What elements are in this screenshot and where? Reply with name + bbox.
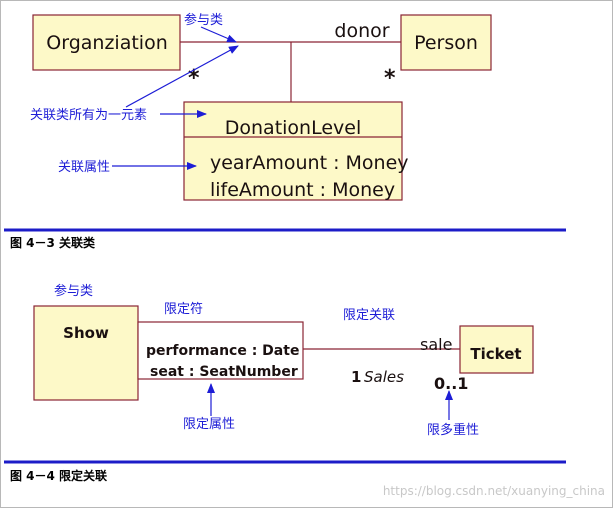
- role-donor: donor: [334, 20, 389, 42]
- class-show: [33, 305, 139, 401]
- note-qualifier-attribute: 限定属性: [183, 417, 235, 432]
- qualifier-box: [137, 321, 304, 380]
- class-person-name: Person: [414, 32, 478, 54]
- note-qualifier: 限定符: [164, 301, 203, 317]
- attribute-life-amount: lifeAmount : Money: [210, 179, 395, 201]
- class-organization: [32, 14, 181, 71]
- multiplicity-zero-one: 0..1: [434, 374, 468, 393]
- note-element-arrow-2: [125, 45, 239, 108]
- class-ticket-name: Ticket: [470, 345, 521, 363]
- role-sales: Sales: [364, 368, 404, 386]
- association-class-name: DonationLevel: [225, 117, 362, 139]
- note-participant-class: 参与类: [184, 12, 223, 28]
- note-class-element: 关联类所有为一元素: [30, 108, 147, 123]
- class-person: [400, 14, 492, 71]
- figure-association-class: Organziation Person donor * * DonationLe…: [4, 12, 566, 250]
- multiplicity-one: 1: [351, 368, 361, 386]
- class-show-name: Show: [63, 324, 109, 342]
- watermark: https://blog.csdn.net/xuanying_china: [383, 484, 605, 498]
- class-ticket: [459, 325, 534, 374]
- class-organization-name: Organziation: [46, 32, 167, 54]
- caption-figure-4-4: 图 4－4 限定关联: [10, 468, 107, 483]
- note-qualified-association: 限定关联: [343, 308, 395, 323]
- caption-figure-4-3: 图 4－3 关联类: [10, 235, 96, 250]
- qualifier-seat: seat : SeatNumber: [150, 364, 298, 380]
- association-class-donationlevel: [183, 101, 403, 201]
- note-participant-arrow: [200, 26, 237, 43]
- multiplicity-right: *: [384, 66, 396, 91]
- note-multiplicity: 限多重性: [427, 422, 479, 438]
- figure-qualified-association: 参与类 限定符 限定关联 Show performance : Date sea…: [4, 283, 566, 483]
- note-participant-class-2: 参与类: [54, 283, 93, 299]
- attribute-year-amount: yearAmount : Money: [210, 152, 409, 174]
- note-association-attribute: 关联属性: [58, 160, 110, 175]
- qualifier-performance: performance : Date: [146, 343, 299, 359]
- role-sale: sale: [420, 335, 452, 354]
